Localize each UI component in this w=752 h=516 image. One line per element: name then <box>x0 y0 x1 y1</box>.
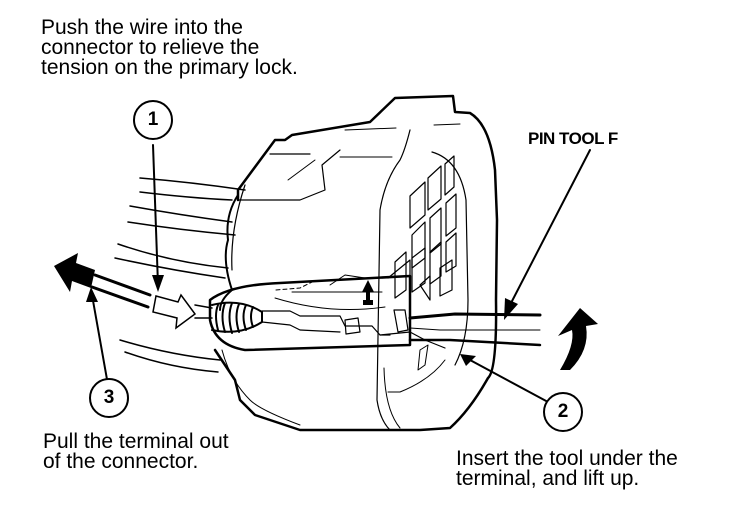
leader-line-2 <box>469 359 549 403</box>
wire-seal <box>211 301 263 334</box>
leader-line-1 <box>152 144 159 286</box>
terminal-sleeve <box>208 274 412 352</box>
step-3-instruction: Pull the terminal out of the connector. <box>43 430 229 473</box>
step-3-callout: 3 <box>89 378 129 418</box>
step-2-instruction: Insert the tool under the terminal, and … <box>456 447 678 490</box>
lift-up-arrow-icon <box>558 308 598 370</box>
arrowhead-pin-tool <box>504 298 518 320</box>
leader-line-pin-tool <box>509 149 591 306</box>
connector-housing-outline <box>213 94 499 432</box>
leader-line-3 <box>91 294 109 386</box>
step-2-callout: 2 <box>543 392 583 432</box>
push-in-arrow-icon <box>152 293 197 330</box>
arrowhead-2 <box>460 354 476 366</box>
small-lift-arrow-icon <box>362 280 374 302</box>
arrowhead-3 <box>86 287 98 302</box>
pull-out-arrow-icon <box>54 253 95 292</box>
step-1-callout: 1 <box>133 100 173 140</box>
pin-tool-label: PIN TOOL F <box>528 129 618 148</box>
step-1-instruction: Push the wire into the connector to reli… <box>41 16 298 79</box>
pin-tool-shaft <box>408 312 542 320</box>
arrowhead-1 <box>152 275 164 292</box>
